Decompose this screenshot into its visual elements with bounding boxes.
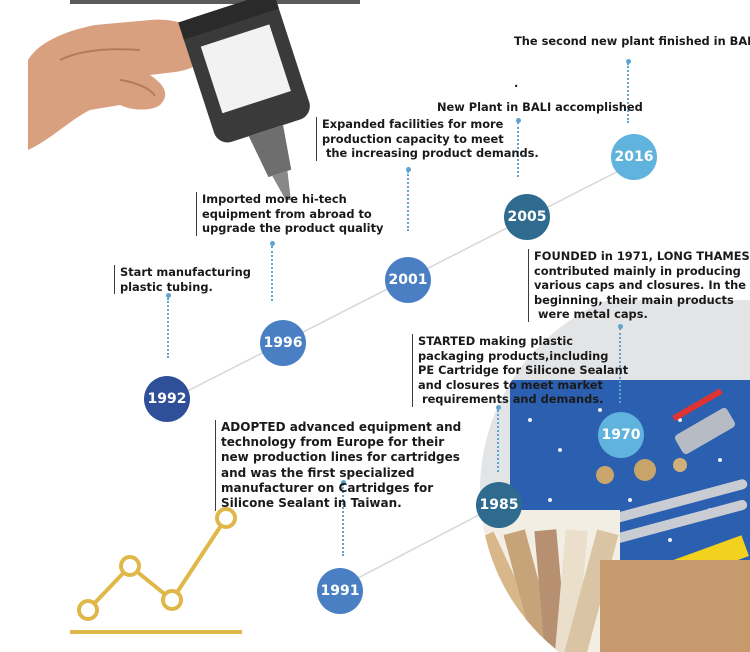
milestone-text-2005: New Plant in BALI accomplished <box>437 100 643 114</box>
connector-cap-2001 <box>406 167 411 172</box>
year-node-1991: 1991 <box>309 560 371 622</box>
year-label-2005: 2005 <box>507 209 547 225</box>
connector-2005 <box>517 122 519 177</box>
connector-cap-2016 <box>626 59 631 64</box>
year-node-1996: 1996 <box>252 312 314 374</box>
connector-1996 <box>271 246 273 301</box>
milestone-text-2016: The second new plant finished in BALI. <box>514 34 750 48</box>
year-label-1991: 1991 <box>320 583 360 599</box>
stray-dot: . <box>514 76 519 90</box>
milestone-text-1970: FOUNDED in 1971, LONG THAMES contributed… <box>528 249 750 322</box>
year-label-2016: 2016 <box>614 149 654 165</box>
year-label-1996: 1996 <box>263 335 303 351</box>
tools-photo <box>480 300 750 652</box>
year-label-1970: 1970 <box>601 427 641 443</box>
connector-cap-2005 <box>516 118 521 123</box>
connector-cap-1996 <box>270 241 275 246</box>
connector-1970 <box>619 328 621 403</box>
connector-2001 <box>407 171 409 231</box>
connector-1991 <box>342 484 344 556</box>
milestone-text-1985: STARTED making plastic packaging product… <box>412 334 628 407</box>
year-node-2005: 2005 <box>496 186 558 248</box>
year-node-2001: 2001 <box>377 249 439 311</box>
milestone-text-2001: Expanded facilities for more production … <box>316 117 539 161</box>
year-label-1985: 1985 <box>479 497 519 513</box>
milestone-text-1991: ADOPTED advanced equipment and technolog… <box>215 420 461 512</box>
connector-1992 <box>167 298 169 358</box>
connector-2016 <box>627 63 629 123</box>
year-label-2001: 2001 <box>388 272 428 288</box>
year-node-1970: 1970 <box>590 404 652 466</box>
connector-cap-1992 <box>166 293 171 298</box>
milestone-text-1992: Start manufacturing plastic tubing. <box>114 265 251 294</box>
connector-cap-1970 <box>618 324 623 329</box>
year-label-1992: 1992 <box>147 391 187 407</box>
year-node-1992: 1992 <box>136 368 198 430</box>
milestone-text-1996: Imported more hi-tech equipment from abr… <box>196 192 383 236</box>
hand-cartridge-photo <box>28 0 360 200</box>
connector-cap-1991 <box>341 480 346 485</box>
connector-1985 <box>497 410 499 472</box>
year-node-2016: 2016 <box>603 126 665 188</box>
connector-cap-1985 <box>496 405 501 410</box>
year-node-1985: 1985 <box>468 474 530 536</box>
growth-chart-icon <box>70 507 242 634</box>
